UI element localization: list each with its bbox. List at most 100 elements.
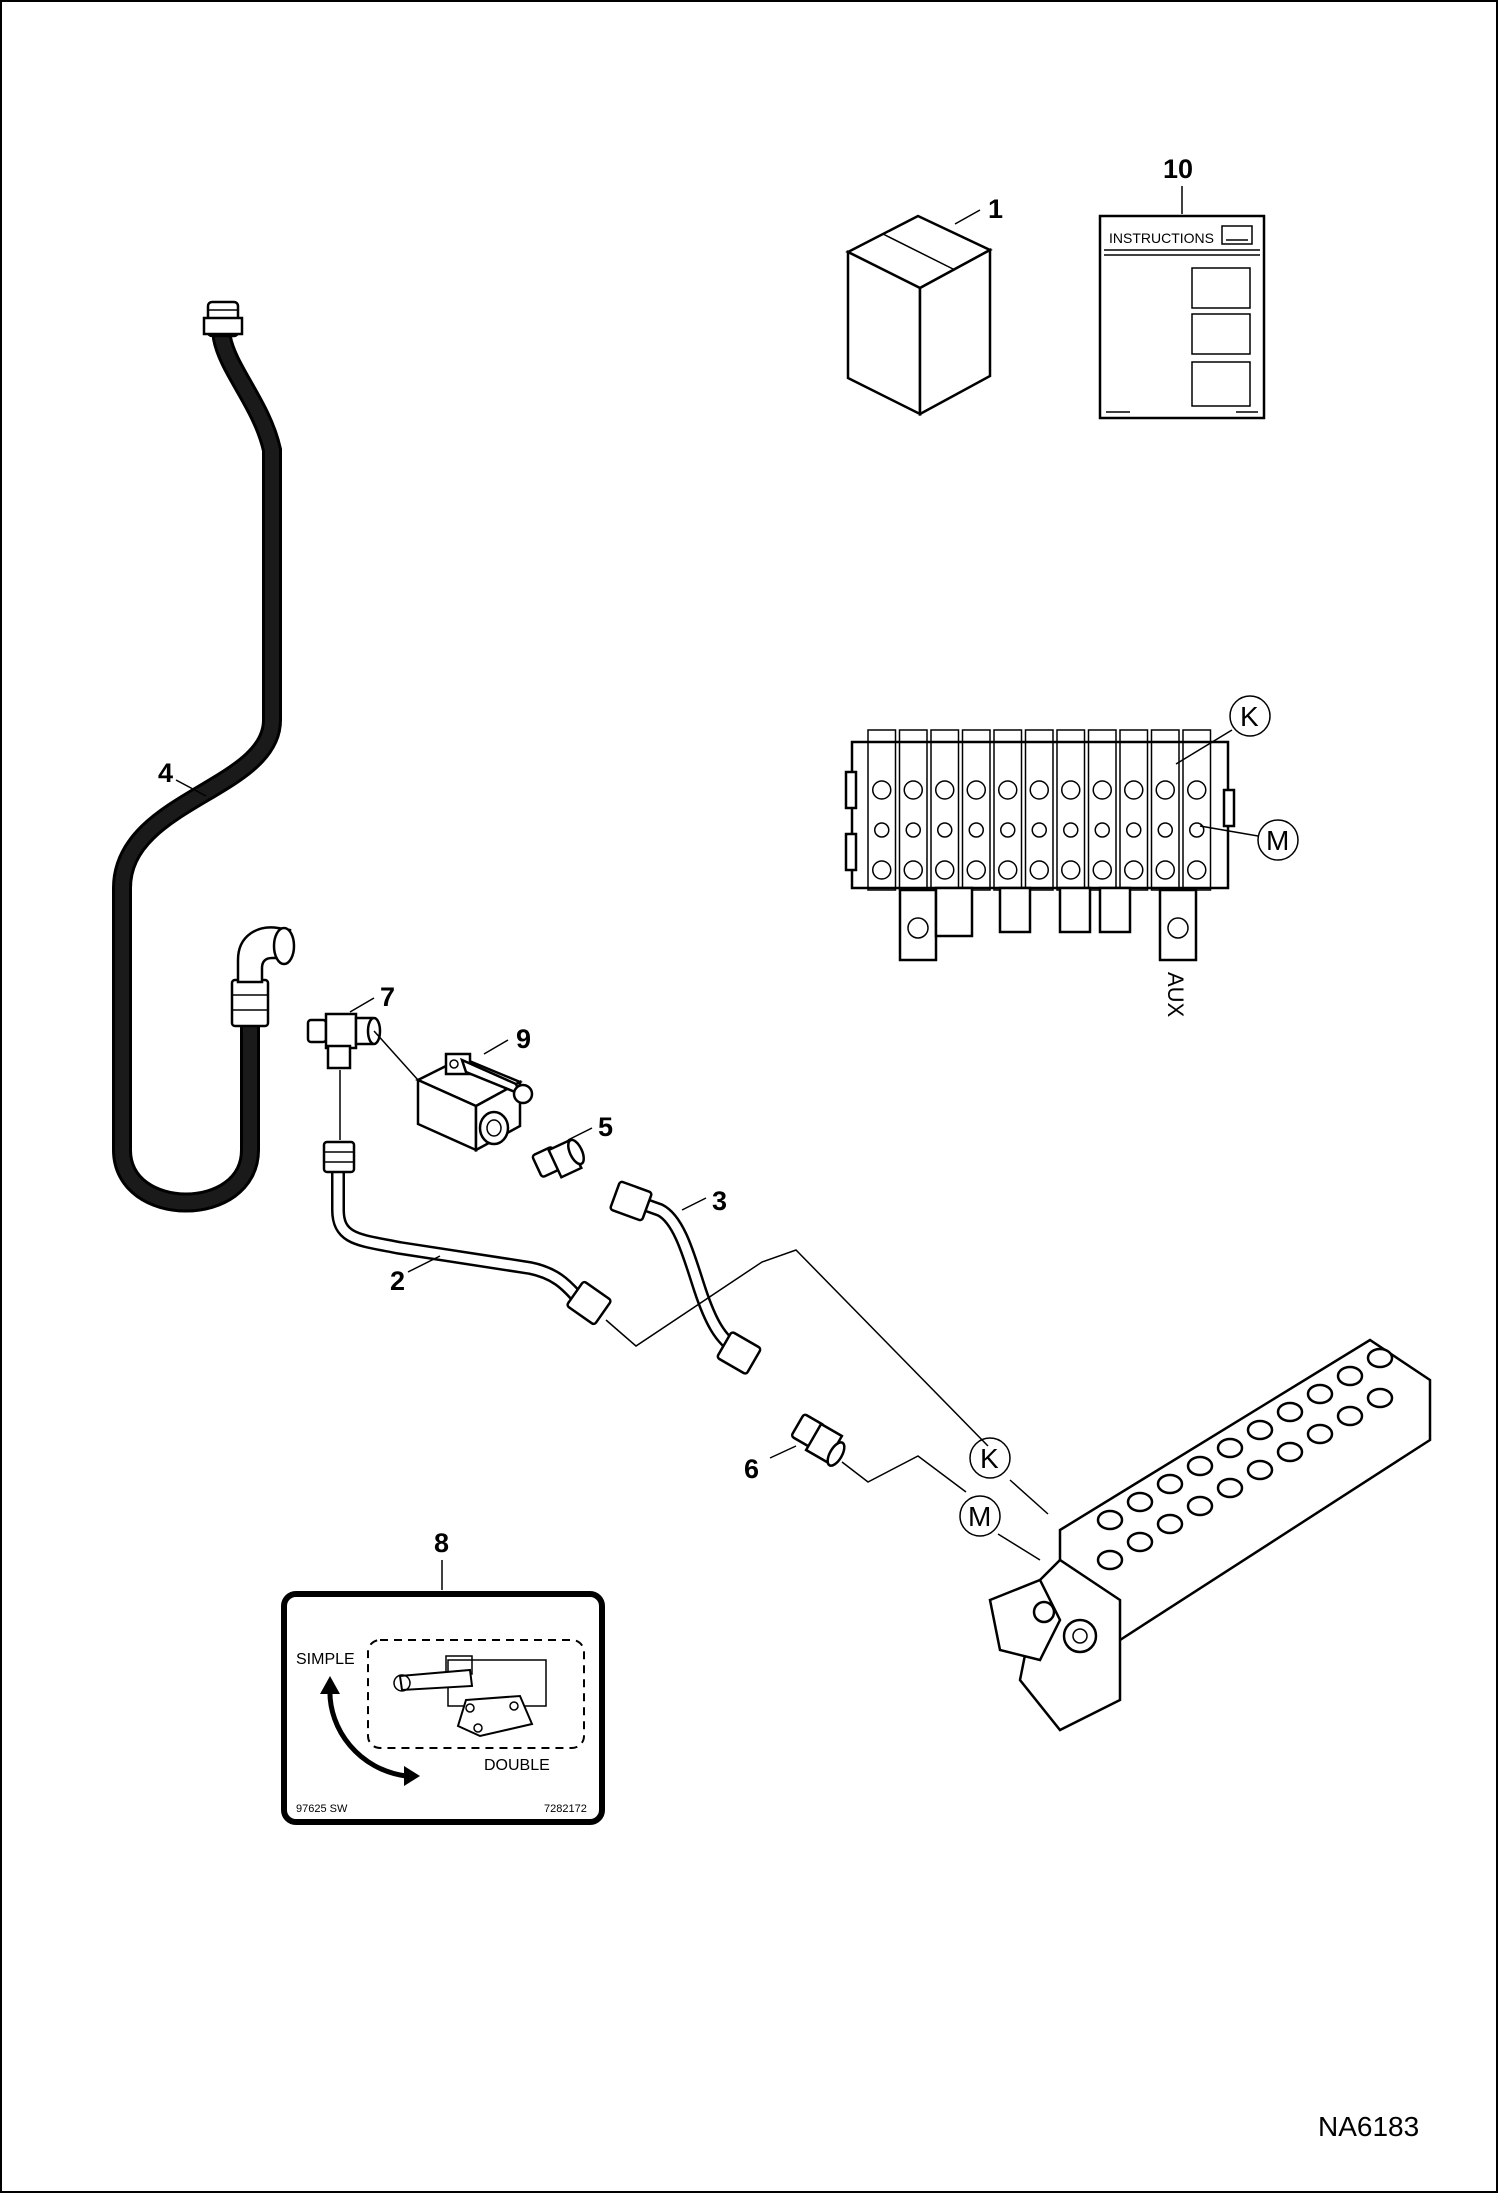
- leader-3: [681, 1197, 707, 1211]
- valve-port: [1092, 780, 1112, 800]
- valve-port: [872, 780, 892, 800]
- decal-code-left: 97625 SW: [296, 1803, 348, 1815]
- valve-knob: [1246, 1459, 1274, 1481]
- valve-knob: [1336, 1405, 1364, 1427]
- port-m-label: M: [968, 1501, 991, 1532]
- leader-7: [349, 997, 375, 1013]
- valve-port: [1157, 822, 1173, 838]
- valve-port: [1155, 780, 1175, 800]
- valve-port: [937, 822, 953, 838]
- valve-port: [1124, 780, 1144, 800]
- valve-knob: [1096, 1549, 1124, 1571]
- valve-port: [966, 860, 986, 880]
- valve-port: [1031, 822, 1047, 838]
- valve-knob: [1306, 1423, 1334, 1445]
- part-2-tube: [322, 1140, 612, 1326]
- valve-knob: [1306, 1383, 1334, 1405]
- part-10-instructions: INSTRUCTIONS: [1098, 214, 1266, 420]
- part-7-tee-fitting: [306, 1012, 382, 1070]
- aux-label: AUX: [1163, 972, 1188, 1018]
- valve-port: [966, 780, 986, 800]
- valve-port: [1187, 780, 1207, 800]
- port-m-top-circle: [1257, 819, 1299, 861]
- valve-port: [968, 822, 984, 838]
- part-3-tube: [609, 1180, 762, 1375]
- valve-port: [1189, 822, 1205, 838]
- valve-section: [961, 729, 991, 891]
- part-8-decal: SIMPLE DOUBLE 97625 SW 7282172: [281, 1591, 605, 1825]
- control-valve-isometric: [988, 1338, 1432, 1732]
- instructions-title: INSTRUCTIONS: [1109, 230, 1214, 246]
- valve-port: [998, 860, 1018, 880]
- callout-5: 5: [598, 1112, 613, 1142]
- valve-knob: [1246, 1419, 1274, 1441]
- leader-6: [769, 1445, 797, 1459]
- callout-7: 7: [380, 982, 395, 1012]
- valve-knob: [1186, 1455, 1214, 1477]
- valve-port: [1029, 860, 1049, 880]
- decal-code-right: 7282172: [544, 1803, 587, 1815]
- leader-9: [483, 1039, 509, 1055]
- valve-port: [1061, 780, 1081, 800]
- port-k-top-circle: [1229, 695, 1271, 737]
- callout-4: 4: [158, 758, 173, 788]
- valve-knob: [1216, 1477, 1244, 1499]
- leader-1: [954, 209, 981, 225]
- valve-knob: [1186, 1495, 1214, 1517]
- part-5-adapter: [531, 1138, 585, 1179]
- decal-simple-label: SIMPLE: [296, 1651, 355, 1668]
- part-1-box: [845, 214, 993, 417]
- route-k: [605, 1249, 989, 1447]
- valve-section: [867, 729, 897, 891]
- valve-knob: [1276, 1401, 1304, 1423]
- valve-port: [905, 822, 921, 838]
- valve-section: [1119, 729, 1149, 891]
- drawing-number: NA6183: [1318, 2111, 1419, 2142]
- valve-port: [872, 860, 892, 880]
- valve-knob: [1126, 1491, 1154, 1513]
- valve-port: [874, 822, 890, 838]
- valve-knob: [1096, 1509, 1124, 1531]
- leader-m-top: [1199, 825, 1259, 837]
- valve-port: [903, 780, 923, 800]
- valve-port: [935, 860, 955, 880]
- callout-9: 9: [516, 1024, 531, 1054]
- leader-2: [407, 1255, 441, 1273]
- port-k-top-label: K: [1240, 701, 1259, 732]
- valve-port: [1126, 822, 1142, 838]
- port-m-circle: [959, 1495, 1001, 1537]
- valve-port: [1187, 860, 1207, 880]
- valve-port: [1094, 822, 1110, 838]
- valve-knob: [1366, 1347, 1394, 1369]
- valve-port: [1029, 780, 1049, 800]
- callout-10: 10: [1163, 154, 1193, 184]
- callout-3: 3: [712, 1186, 727, 1216]
- valve-port: [1061, 860, 1081, 880]
- valve-port: [1063, 822, 1079, 838]
- valve-port: [998, 780, 1018, 800]
- route-m: [841, 1455, 967, 1493]
- port-k-circle: [969, 1437, 1011, 1479]
- valve-port: [1000, 822, 1016, 838]
- valve-knob: [1216, 1437, 1244, 1459]
- valve-port: [1092, 860, 1112, 880]
- valve-port: [903, 860, 923, 880]
- part-4-hose: [111, 300, 296, 1213]
- leader-k: [1009, 1479, 1049, 1515]
- valve-knob: [1366, 1387, 1394, 1409]
- valve-port: [1155, 860, 1175, 880]
- callout-6: 6: [744, 1454, 759, 1484]
- callout-2: 2: [390, 1266, 405, 1296]
- port-m-top-label: M: [1266, 825, 1289, 856]
- port-k-label: K: [980, 1443, 999, 1474]
- valve-knob: [1156, 1513, 1184, 1535]
- valve-knob: [1126, 1531, 1154, 1553]
- leader-4: [175, 779, 207, 797]
- callout-8: 8: [434, 1528, 449, 1558]
- valve-knob: [1156, 1473, 1184, 1495]
- leader-5: [567, 1127, 593, 1141]
- leader-m: [997, 1533, 1041, 1561]
- leader-k-top: [1175, 729, 1233, 765]
- valve-knob: [1276, 1441, 1304, 1463]
